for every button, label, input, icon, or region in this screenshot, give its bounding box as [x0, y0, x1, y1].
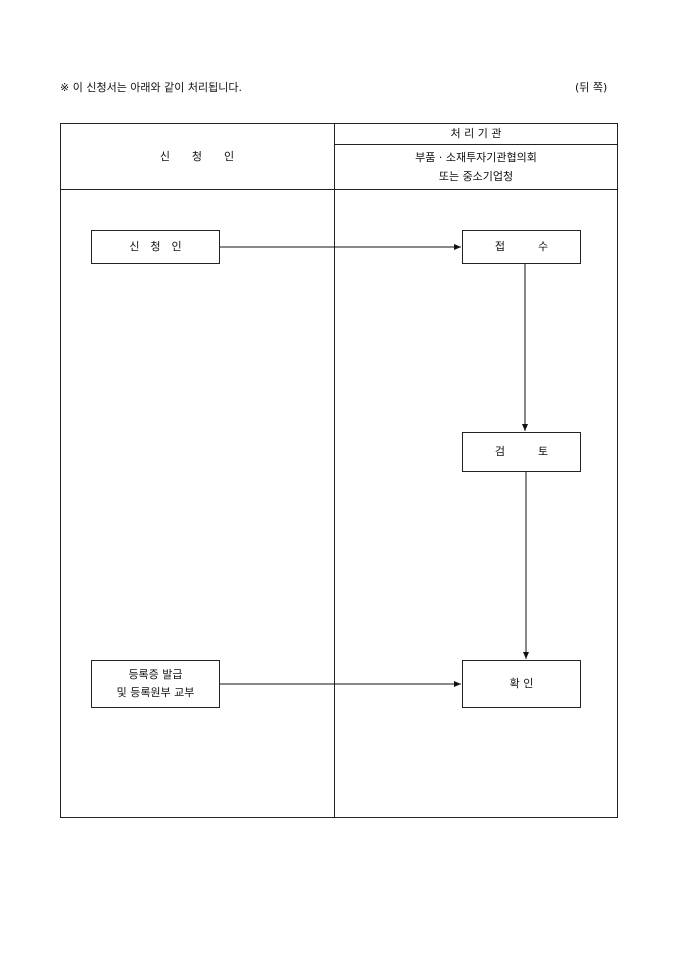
processing-org-header: 처 리 기 관	[334, 123, 618, 144]
header-bottom-line	[60, 189, 618, 190]
step-receipt-label: 접 수	[494, 240, 549, 253]
org-name-line1: 부품 · 소재투자기관협의회	[415, 151, 537, 164]
step-receipt-box: 접 수	[462, 230, 581, 264]
org-name-line2: 또는 중소기업청	[438, 170, 514, 183]
step-review-box: 검 토	[462, 432, 581, 472]
processing-org-label: 처 리 기 관	[450, 127, 502, 140]
step-confirm-box: 확 인	[462, 660, 581, 708]
step-review-label: 검 토	[494, 445, 549, 458]
org-name-header: 부품 · 소재투자기관협의회 또는 중소기업청	[334, 145, 618, 189]
step-issue-line2: 및 등록원부 교부	[116, 686, 195, 699]
header-divider	[334, 144, 618, 145]
applicant-column-header: 신 청 인	[60, 123, 334, 189]
step-confirm-label: 확 인	[509, 677, 534, 690]
page-side-label: (뒤 쪽)	[575, 81, 608, 94]
notice-text: ※ 이 신청서는 아래와 같이 처리됩니다.	[60, 81, 242, 94]
step-issue-box: 등록증 발급 및 등록원부 교부	[91, 660, 220, 708]
applicant-header-label: 신 청 인	[159, 149, 235, 163]
process-table	[60, 123, 618, 818]
step-applicant-label: 신 청 인	[129, 240, 182, 253]
column-divider	[334, 123, 335, 818]
step-applicant-box: 신 청 인	[91, 230, 220, 264]
step-issue-line1: 등록증 발급	[128, 668, 183, 681]
